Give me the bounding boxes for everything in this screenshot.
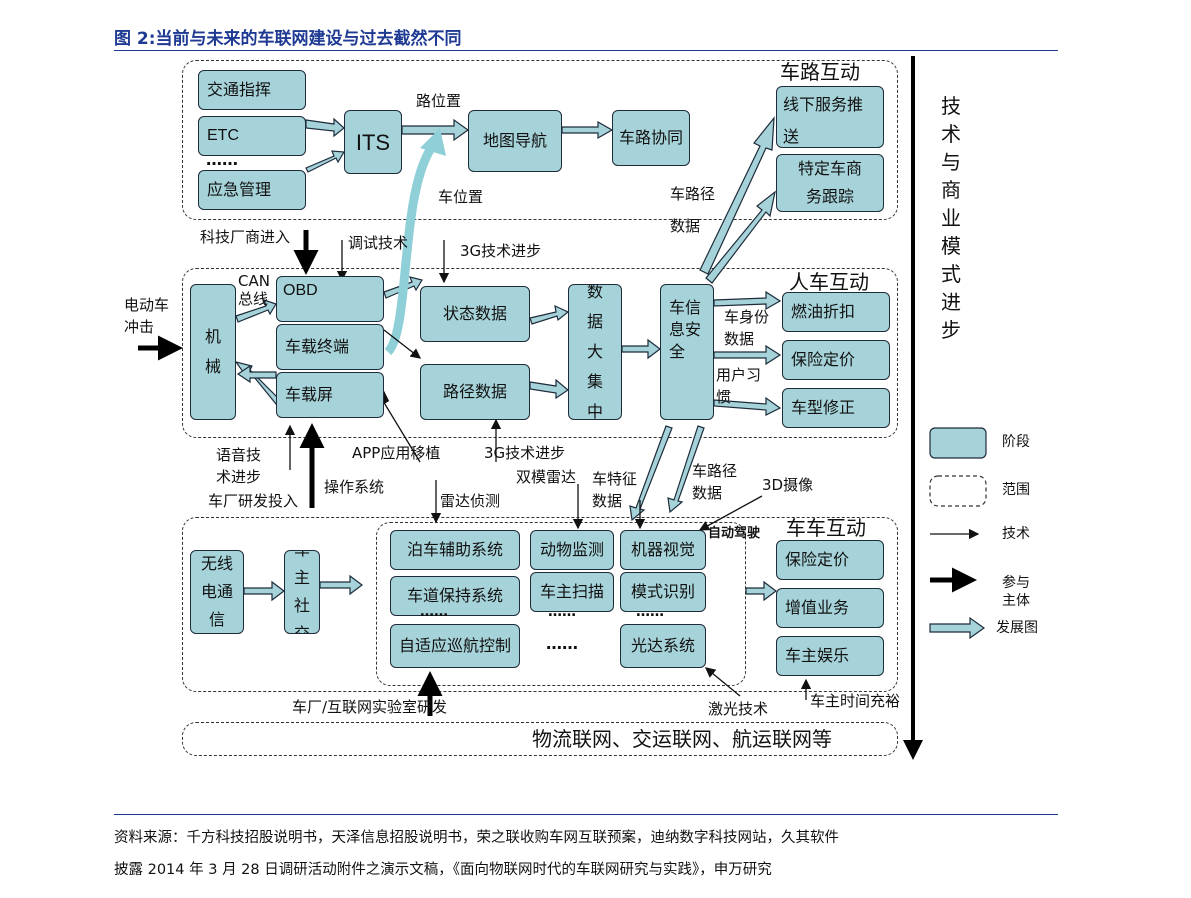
box-car-tracking: 特定车商务跟踪 (776, 154, 884, 212)
dots-4: …… (636, 604, 664, 620)
box-owner-social: 车主社交 (284, 550, 320, 634)
box-road-coop: 车路协同 (612, 110, 690, 166)
box-value-added: 增值业务 (776, 588, 884, 628)
box-lidar: 光达系统 (620, 624, 706, 668)
box-screen: 车载屏 (276, 372, 384, 418)
label-3d-camera: 3D摄像 (762, 476, 814, 494)
zone-road (182, 60, 898, 220)
box-lane-keep: 车道保持系统 (390, 576, 520, 616)
zone-logistics-title: 物流联网、交运联网、航运联网等 (532, 727, 832, 751)
source-line-2: 披露 2014 年 3 月 28 日调研活动附件之演示文稿，《面向物联网时代的车… (114, 862, 772, 878)
zone-inner-car (376, 522, 746, 686)
label-app-port: APP应用移植 (352, 444, 441, 462)
label-ev-impact: 电动车冲击 (124, 296, 170, 336)
label-laser-tech: 激光技术 (708, 700, 769, 718)
box-status-data: 状态数据 (420, 286, 530, 342)
box-etc: ETC (198, 116, 306, 156)
label-3g-bottom: 3G技术进步 (484, 444, 566, 462)
box-wireless: 无线电通信 (190, 550, 244, 634)
figure-title: 图 2:当前与未来的车联网建设与过去截然不同 (114, 29, 462, 49)
box-adaptive-cruise: 自适应巡航控制 (390, 624, 520, 668)
source-line-1: 资料来源：千方科技招股说明书，天泽信息招股说明书，荣之联收购车网互联预案，迪纳数… (114, 830, 839, 846)
dots-1: …… (420, 604, 448, 620)
box-owner-scan: 车主扫描 (530, 572, 614, 612)
zone-road-title: 车路互动 (780, 60, 860, 84)
label-road-path-top: 车路径数据 (670, 185, 716, 235)
title-rule (114, 50, 1058, 51)
label-road-path-bottom: 车路径数据 (692, 462, 738, 502)
label-car-feature: 车特征数据 (592, 470, 638, 510)
label-owner-time: 车主时间充裕 (810, 692, 901, 710)
label-dual-radar: 双模雷达 (516, 468, 577, 486)
box-machine-vision: 机器视觉 (620, 530, 706, 570)
label-debug-tech: 调试技术 (348, 234, 409, 252)
label-road-position: 路位置 (416, 92, 462, 110)
box-animal-monitor: 动物监测 (530, 530, 614, 570)
zone-car (182, 517, 898, 692)
label-os: 操作系统 (324, 478, 385, 496)
zone-human-title: 人车互动 (789, 270, 869, 294)
legend-stage: 阶段 (1002, 434, 1030, 450)
box-its: ITS (344, 110, 402, 174)
dots-3: …… (546, 634, 578, 653)
box-insurance-1: 保险定价 (782, 340, 890, 380)
box-insurance-2: 保险定价 (776, 540, 884, 580)
legend-development: 发展图 (996, 620, 1038, 636)
box-obd: OBD (276, 276, 384, 322)
label-lab-rd: 车厂/互联网实验室研发 (292, 698, 448, 716)
dots-2: …… (548, 604, 576, 620)
label-autonomous: 自动驾驶 (708, 526, 761, 541)
box-fuel-discount: 燃油折扣 (782, 292, 890, 332)
box-traffic-command: 交通指挥 (198, 70, 306, 110)
box-offline-service: 线下服务推送 (776, 86, 884, 148)
label-can-bus: CAN总线 (238, 272, 270, 308)
box-owner-entertainment: 车主娱乐 (776, 636, 884, 676)
source-rule (114, 814, 1058, 815)
box-big-data: 数据大集中 (568, 284, 622, 420)
zone-logistics (182, 722, 898, 756)
box-emergency: 应急管理 (198, 170, 306, 210)
legend-scope: 范围 (1002, 482, 1030, 498)
label-identity-data: 车身份数据 (724, 308, 770, 348)
zone-car-title: 车车互动 (786, 516, 866, 540)
box-path-data: 路径数据 (420, 364, 530, 420)
box-pattern-recog: 模式识别 (620, 572, 706, 612)
label-3g-top: 3G技术进步 (460, 242, 542, 260)
box-parking-assist: 泊车辅助系统 (390, 530, 520, 570)
box-model-fix: 车型修正 (782, 388, 890, 428)
box-map-navigation: 地图导航 (468, 110, 562, 172)
label-radar-detect: 雷达侦测 (440, 492, 501, 510)
label-voice-tech: 语音技术进步 (216, 446, 262, 486)
label-tech-vendor: 科技厂商进入 (200, 228, 291, 246)
legend-participant: 参与主体 (1002, 575, 1030, 609)
box-terminal: 车载终端 (276, 324, 384, 370)
label-car-position: 车位置 (438, 188, 484, 206)
label-oem-rd: 车厂研发投入 (208, 492, 299, 510)
dots-top: …… (206, 150, 238, 169)
box-mechanical: 机械 (190, 284, 236, 420)
legend-tech: 技术 (1002, 526, 1030, 542)
box-car-info-security: 车信息安全 (660, 284, 714, 420)
label-user-habit: 用户习惯 (716, 366, 762, 406)
side-title: 技术与商业模式进步 (941, 94, 961, 342)
